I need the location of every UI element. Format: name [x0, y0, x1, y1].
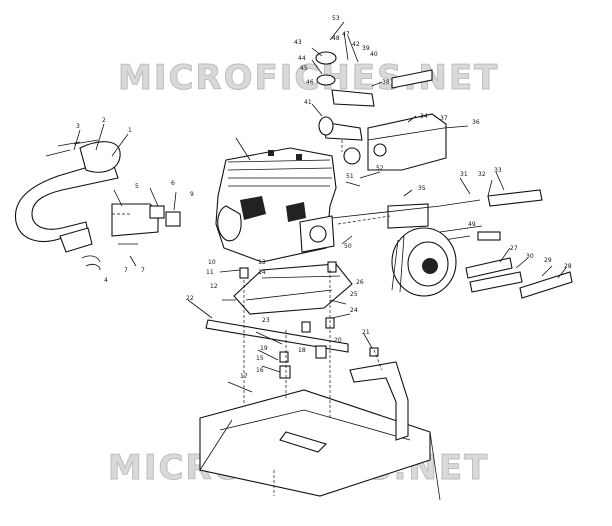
callout-12: 12: [210, 283, 218, 290]
callout-25: 25: [350, 291, 358, 298]
callout-45: 45: [300, 65, 308, 72]
callout-52: 52: [376, 165, 384, 172]
exhaust-manifold: [111, 203, 181, 267]
callout-26: 26: [356, 279, 364, 286]
drive-clutch: [391, 227, 573, 299]
callout-2: 2: [102, 117, 106, 124]
callout-20: 20: [334, 337, 342, 344]
callout-29: 29: [544, 257, 552, 264]
callout-27: 27: [510, 245, 518, 252]
callout-9: 9: [190, 191, 194, 198]
callout-39: 39: [362, 45, 370, 52]
callout-labels: 1 2 3 4 5 6 7 7 9 10 11 12 13 14 15 16 1…: [76, 15, 572, 380]
callout-34: 34: [420, 113, 428, 120]
callout-38: 38: [382, 79, 390, 86]
callout-11: 11: [206, 269, 214, 276]
callout-10: 10: [208, 259, 216, 266]
alignment-lines: [112, 140, 391, 496]
callout-51: 51: [346, 173, 354, 180]
callout-44: 44: [298, 55, 306, 62]
callout-41: 41: [304, 99, 312, 106]
callout-17: 17: [240, 373, 248, 380]
leader-lines: [73, 21, 567, 393]
callout-50: 50: [344, 243, 352, 250]
callout-3: 3: [76, 123, 80, 130]
callout-6: 6: [171, 180, 175, 187]
callout-8: 7: [141, 267, 145, 274]
callout-19: 19: [260, 345, 268, 352]
callout-33: 33: [494, 167, 502, 174]
watermark-top: MICROFICHES.NET: [117, 58, 500, 99]
callout-46: 46: [306, 79, 314, 86]
callout-23: 23: [262, 317, 270, 324]
callout-15: 15: [256, 355, 264, 362]
callout-18: 18: [298, 347, 306, 354]
engine-mount-plate: [205, 263, 353, 353]
exhaust-pipe: [14, 139, 121, 271]
callout-21: 21: [362, 329, 370, 336]
callout-28: 28: [564, 263, 572, 270]
engine-block: [215, 147, 337, 263]
callout-47: 47: [342, 31, 350, 38]
callout-32: 32: [478, 171, 486, 178]
callout-4: 4: [104, 277, 108, 284]
callout-36: 36: [472, 119, 480, 126]
callout-30: 30: [526, 253, 534, 260]
callout-7: 7: [124, 267, 128, 274]
callout-22: 22: [186, 295, 194, 302]
callout-5: 5: [135, 183, 139, 190]
callout-1: 1: [128, 127, 132, 134]
callout-35: 35: [418, 185, 426, 192]
callout-48: 48: [332, 35, 340, 42]
callout-31: 31: [460, 171, 468, 178]
callout-42: 42: [352, 41, 360, 48]
callout-13: 13: [258, 259, 266, 266]
callout-49: 49: [468, 221, 476, 228]
callout-16: 16: [256, 367, 264, 374]
carburetor-linkage: [331, 189, 543, 241]
callout-53: 53: [332, 15, 340, 22]
callout-43: 43: [294, 39, 302, 46]
intake-silencer: [315, 31, 447, 171]
chassis-frame: [199, 361, 441, 501]
callout-40: 40: [370, 51, 378, 58]
callout-24: 24: [350, 307, 358, 314]
callout-37: 37: [440, 115, 448, 122]
callout-14: 14: [258, 269, 266, 276]
